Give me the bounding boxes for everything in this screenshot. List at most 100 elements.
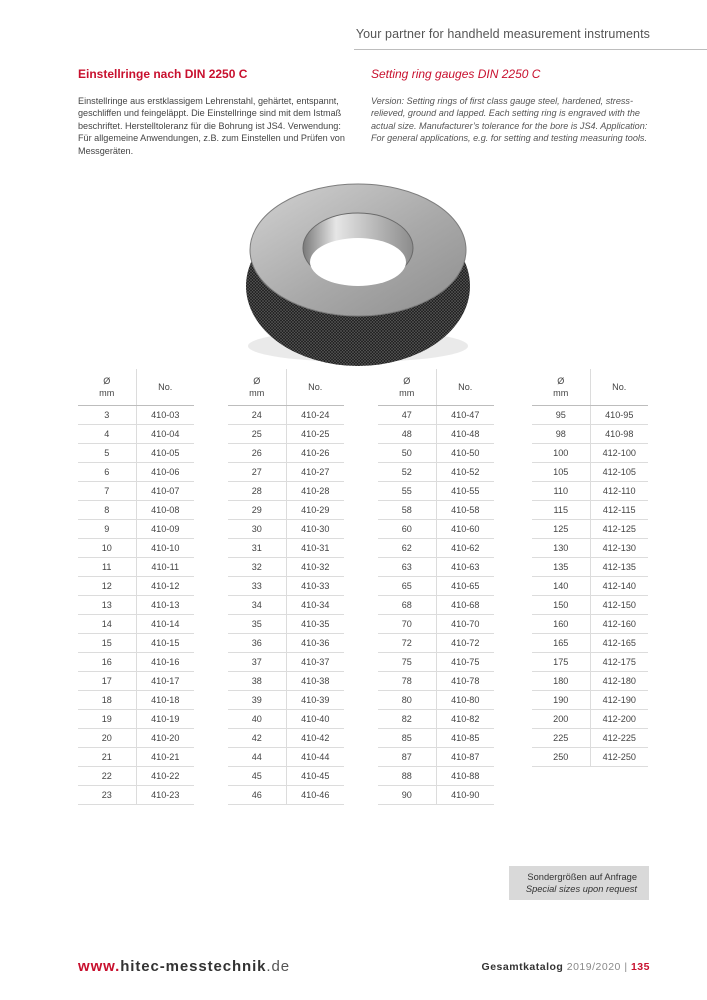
diameter-cell: 45	[228, 766, 287, 786]
article-number-cell: 412-190	[590, 690, 648, 710]
article-number-cell: 410-55	[436, 481, 494, 501]
article-number-cell: 412-225	[590, 728, 648, 748]
footer-website-link[interactable]: www.hitec-messtechnik.de	[78, 958, 290, 975]
diameter-cell: 20	[78, 728, 137, 748]
article-number-cell: 410-58	[436, 500, 494, 520]
diameter-cell: 225	[532, 728, 591, 748]
diameter-cell: 58	[378, 500, 437, 520]
diameter-cell: 60	[378, 519, 437, 539]
diameter-cell: 16	[78, 652, 137, 672]
diameter-cell: 17	[78, 671, 137, 691]
header-tagline: Your partner for handheld measurement in…	[355, 27, 650, 41]
article-number-cell: 410-33	[286, 576, 344, 596]
diameter-cell: 175	[532, 652, 591, 672]
diameter-cell: 95	[532, 405, 591, 425]
article-number-cell: 410-50	[436, 443, 494, 463]
diameter-cell: 165	[532, 633, 591, 653]
diameter-cell: 9	[78, 519, 137, 539]
special-sizes-english: Special sizes upon request	[525, 884, 637, 894]
diameter-cell: 90	[378, 785, 437, 805]
diameter-cell: 47	[378, 405, 437, 425]
diameter-cell: 39	[228, 690, 287, 710]
diameter-cell: 30	[228, 519, 287, 539]
diameter-cell: 110	[532, 481, 591, 501]
article-number-cell: 412-175	[590, 652, 648, 672]
article-number-cell: 412-105	[590, 462, 648, 482]
diameter-cell: 38	[228, 671, 287, 691]
diameter-cell: 98	[532, 424, 591, 444]
article-number-cell: 412-165	[590, 633, 648, 653]
article-number-cell: 410-35	[286, 614, 344, 634]
article-number-cell: 410-24	[286, 405, 344, 425]
article-number-cell: 410-70	[436, 614, 494, 634]
diameter-cell: 72	[378, 633, 437, 653]
diameter-cell: 250	[532, 747, 591, 767]
url-domain: hitec-messtechnik	[120, 958, 267, 975]
diameter-cell: 5	[78, 443, 137, 463]
diameter-cell: 44	[228, 747, 287, 767]
article-number-cell: 410-78	[436, 671, 494, 691]
diameter-cell: 24	[228, 405, 287, 425]
title-english: Setting ring gauges DIN 2250 C	[371, 67, 541, 81]
article-number-cell: 412-100	[590, 443, 648, 463]
setting-ring-image	[246, 183, 470, 366]
diameter-cell: 3	[78, 405, 137, 425]
diameter-cell: 4	[78, 424, 137, 444]
catalog-year: 2019/2020	[566, 961, 621, 973]
diameter-cell: 52	[378, 462, 437, 482]
diameter-cell: 36	[228, 633, 287, 653]
diameter-cell: 75	[378, 652, 437, 672]
header-divider	[354, 49, 707, 50]
article-number-cell: 410-38	[286, 671, 344, 691]
article-number-cell: 412-130	[590, 538, 648, 558]
article-number-cell: 412-200	[590, 709, 648, 729]
article-number-cell: 412-160	[590, 614, 648, 634]
diameter-cell: 100	[532, 443, 591, 463]
article-number-cell: 412-150	[590, 595, 648, 615]
article-number-cell: 410-05	[136, 443, 194, 463]
article-number-cell: 410-34	[286, 595, 344, 615]
diameter-cell: 32	[228, 557, 287, 577]
article-number-cell: 410-21	[136, 747, 194, 767]
diameter-cell: 37	[228, 652, 287, 672]
article-number-cell: 410-06	[136, 462, 194, 482]
diameter-cell: 55	[378, 481, 437, 501]
article-number-cell: 410-75	[436, 652, 494, 672]
diameter-cell: 50	[378, 443, 437, 463]
diameter-cell: 62	[378, 538, 437, 558]
diameter-cell: 180	[532, 671, 591, 691]
